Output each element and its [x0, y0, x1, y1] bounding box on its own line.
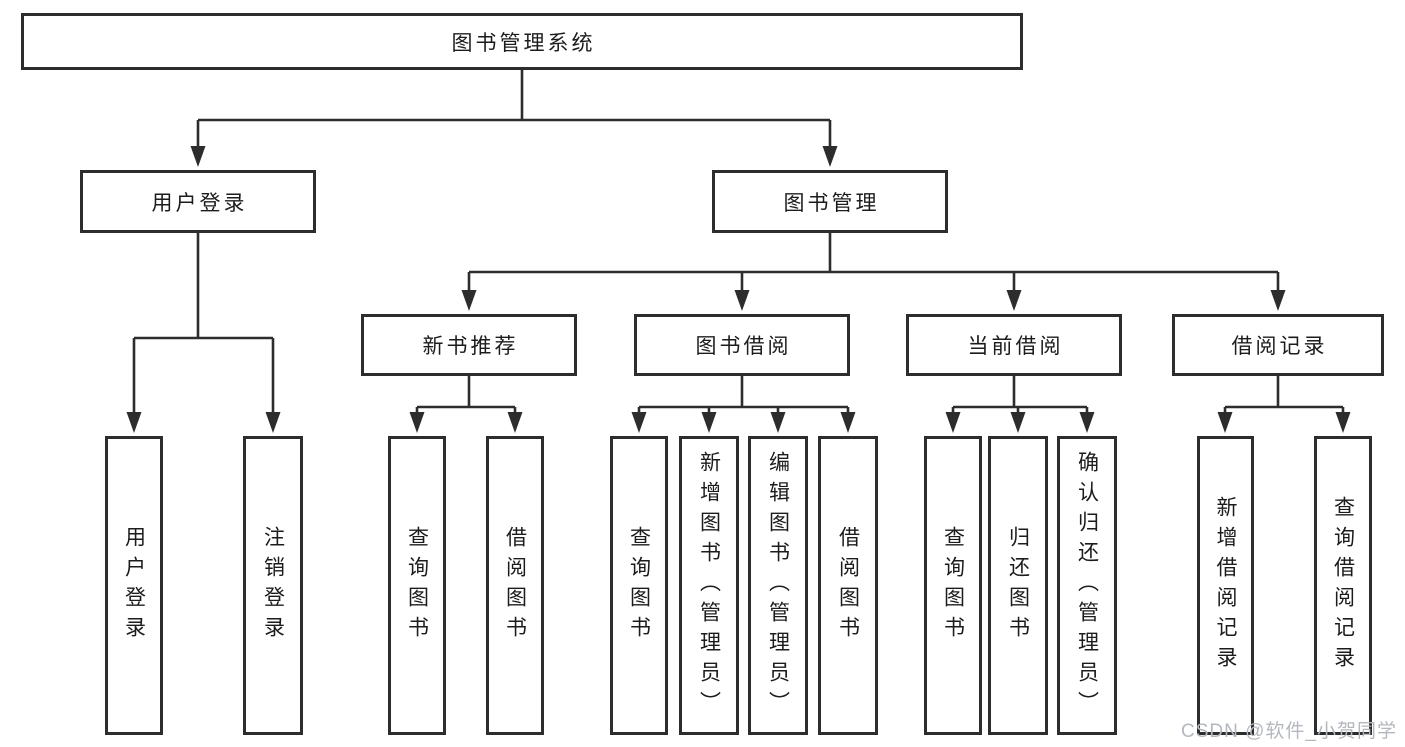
leaf-records-add-record-label: 新增借阅记录 — [1214, 495, 1237, 676]
connector-borrowrecords-to-leaves — [1223, 376, 1345, 416]
leaf-current-confirm-return: 确认归还（管理员） — [1057, 436, 1117, 735]
connector-userlogin-to-leaves — [132, 233, 275, 416]
arrowheads — [126, 146, 1351, 433]
node-book-borrow: 图书借阅 — [634, 314, 850, 376]
leaf-user-login-label: 用户登录 — [122, 525, 146, 646]
leaf-logout: 注销登录 — [243, 436, 303, 735]
leaf-newrec-borrow-books-label: 借阅图书 — [503, 525, 527, 646]
leaf-user-login: 用户登录 — [105, 436, 163, 735]
node-book-mgmt: 图书管理 — [712, 170, 948, 233]
leaf-borrow-edit-books-label: 编辑图书（管理员） — [766, 450, 790, 721]
leaf-current-confirm-return-label: 确认归还（管理员） — [1075, 450, 1099, 721]
connector-bookmgmt-to-level3 — [467, 233, 1280, 294]
leaf-borrow-add-books: 新增图书（管理员） — [679, 436, 739, 735]
node-new-book-rec: 新书推荐 — [361, 314, 577, 376]
node-current-borrow: 当前借阅 — [906, 314, 1122, 376]
leaf-borrow-edit-books: 编辑图书（管理员） — [748, 436, 808, 735]
leaf-borrow-borrow-books: 借阅图书 — [818, 436, 878, 735]
leaf-current-return-books: 归还图书 — [988, 436, 1048, 735]
leaf-logout-label: 注销登录 — [261, 525, 285, 646]
node-borrow-records: 借阅记录 — [1172, 314, 1384, 376]
leaf-borrow-query-books-label: 查询图书 — [627, 525, 651, 646]
leaf-newrec-borrow-books: 借阅图书 — [486, 436, 544, 735]
leaf-records-add-record: 新增借阅记录 — [1197, 436, 1254, 735]
leaf-current-query-books-label: 查询图书 — [941, 525, 965, 646]
node-user-login: 用户登录 — [80, 170, 316, 233]
leaf-newrec-query-books: 查询图书 — [388, 436, 446, 735]
leaf-records-query-record-label: 查询借阅记录 — [1331, 495, 1355, 676]
leaf-current-query-books: 查询图书 — [924, 436, 982, 735]
connector-bookborrow-to-leaves — [637, 376, 850, 416]
connector-newbookrec-to-leaves — [415, 376, 517, 416]
node-root: 图书管理系统 — [21, 13, 1023, 70]
connector-currentborrow-to-leaves — [951, 376, 1089, 416]
leaf-borrow-query-books: 查询图书 — [610, 436, 668, 735]
leaf-borrow-add-books-label: 新增图书（管理员） — [697, 450, 721, 721]
leaf-newrec-query-books-label: 查询图书 — [405, 525, 429, 646]
leaf-current-return-books-label: 归还图书 — [1006, 525, 1030, 646]
connector-root-to-level2 — [196, 70, 832, 150]
leaf-borrow-borrow-books-label: 借阅图书 — [836, 525, 860, 646]
leaf-records-query-record: 查询借阅记录 — [1314, 436, 1372, 735]
